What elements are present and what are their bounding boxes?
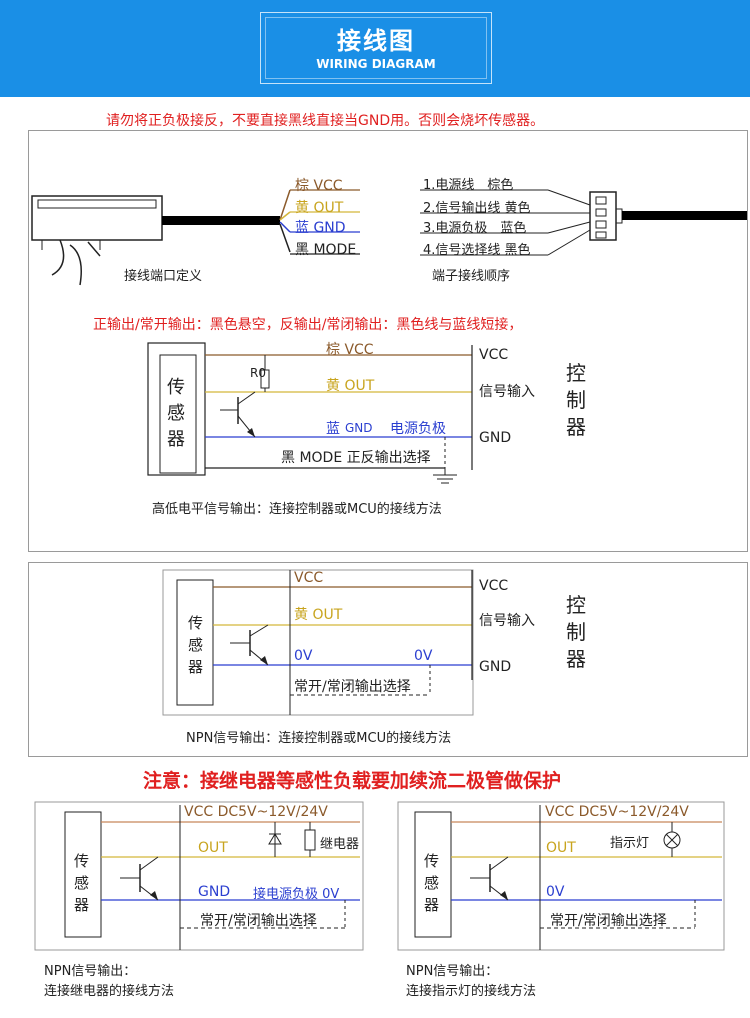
npn-0v-label-b: 0V — [414, 648, 433, 664]
npn-select-label: 常开/常闭输出选择 — [294, 679, 411, 695]
lamp-caption-2: 连接指示灯的接线方法 — [406, 984, 537, 999]
port-definition-caption: 接线端口定义 — [124, 269, 203, 284]
gnd-color-label: 蓝 — [326, 421, 340, 437]
npn-vcc-label: VCC — [294, 570, 324, 586]
relay-caption-1: NPN信号输出： — [44, 964, 137, 979]
lamp-0v-label: 0V — [546, 884, 565, 900]
title-frame: 接线图 WIRING DIAGRAM — [260, 12, 492, 84]
warning-text: 请勿将正负极接反，不要直接黑线直接当GND用。否则会烧坏传感器。 — [106, 113, 545, 129]
gnd-wire-label: GND — [345, 421, 373, 435]
lamp-vcc-label: VCC DC5V~12V/24V — [545, 804, 689, 820]
lamp-sensor-label: 传感器 — [424, 852, 440, 914]
section2-caption: 高低电平信号输出：连接控制器或MCU的接线方法 — [152, 502, 442, 517]
terminal-item-3: 3.电源负极 蓝色 — [423, 221, 527, 236]
sensor-label: 传感器 — [167, 377, 185, 450]
wire-gnd-label: 蓝 GND — [295, 220, 346, 236]
npn-out-label: 黄 OUT — [294, 607, 343, 623]
inductive-load-notice: 注意：接继电器等感性负载要加续流二极管做保护 — [143, 770, 562, 792]
npn-0v-label-a: 0V — [294, 648, 313, 664]
cable-drawing — [162, 216, 280, 225]
lamp-label: 指示灯 — [610, 836, 650, 851]
lamp-icon — [663, 831, 681, 849]
relay-select-label: 常开/常闭输出选择 — [200, 913, 317, 929]
lamp-out-label: OUT — [546, 840, 576, 856]
relay-vcc-label: VCC DC5V~12V/24V — [184, 804, 328, 820]
lamp-caption-1: NPN信号输出： — [406, 964, 499, 979]
sensor-body-drawing — [31, 195, 163, 286]
relay-sensor-label: 传感器 — [74, 852, 90, 914]
terminal-item-4: 4.信号选择线 黑色 — [423, 243, 531, 258]
panel-top — [28, 130, 748, 552]
resistor-label: R0 — [250, 366, 266, 380]
npn-controller-input: 信号输入 — [479, 613, 535, 629]
mode-wire-label: 黑 MODE 正反输出选择 — [281, 450, 431, 466]
controller-label: 控制器 — [566, 361, 586, 439]
npn-sensor-label: 传感器 — [188, 614, 204, 676]
out-wire-label: 黄 OUT — [326, 378, 375, 394]
controller-vcc-label: VCC — [479, 347, 509, 363]
page-title: 接线图 — [337, 27, 415, 55]
vcc-wire-label: 棕 VCC — [326, 342, 374, 358]
terminal-item-1: 1.电源线 棕色 — [423, 178, 514, 193]
relay-out-label: OUT — [198, 840, 228, 856]
wire-out-label: 黄 OUT — [295, 200, 344, 216]
npn-controller-gnd: GND — [479, 659, 512, 675]
section3-caption: NPN信号输出：连接控制器或MCU的接线方法 — [186, 731, 452, 746]
page-subtitle: WIRING DIAGRAM — [316, 57, 436, 71]
controller-input-label: 信号输入 — [479, 384, 535, 400]
relay-gnd-label: GND — [198, 884, 231, 900]
relay-power-negative-label: 接电源负极 0V — [253, 887, 340, 902]
wire-vcc-label: 棕 VCC — [295, 178, 343, 194]
connector-drawing — [589, 191, 623, 241]
lamp-select-label: 常开/常闭输出选择 — [550, 913, 667, 929]
relay-label: 继电器 — [320, 837, 360, 852]
output-mode-note: 正输出/常开输出：黑色悬空，反输出/常闭输出：黑色线与蓝线短接， — [93, 317, 523, 333]
power-negative-label: 电源负极 — [390, 421, 446, 437]
npn-controller-label: 控制器 — [566, 593, 586, 671]
terminal-order-caption: 端子接线顺序 — [432, 269, 511, 284]
controller-gnd-label: GND — [479, 430, 512, 446]
relay-caption-2: 连接继电器的接线方法 — [44, 984, 175, 999]
wire-mode-label: 黑 MODE — [295, 242, 357, 258]
header-banner: 接线图 WIRING DIAGRAM — [0, 0, 750, 97]
terminal-item-2: 2.信号输出线 黄色 — [423, 201, 531, 216]
npn-controller-vcc: VCC — [479, 578, 509, 594]
panel-middle — [28, 562, 748, 757]
